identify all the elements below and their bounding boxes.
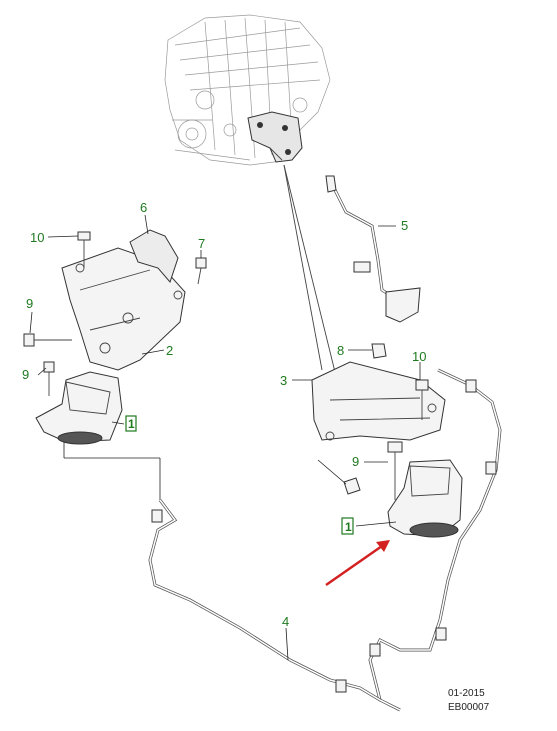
- engine-to-mount-guide-lines: [283, 164, 336, 373]
- callout-labels: 10 6 7 9 9 2 1 5 8 3 10 9 1 4: [22, 200, 426, 629]
- callout-8: 8: [337, 343, 344, 358]
- callout-5: 5: [401, 218, 408, 233]
- callout-9-left-top: 9: [26, 296, 33, 311]
- callout-9-right: 9: [352, 454, 359, 469]
- callout-1-left-box: [125, 415, 137, 432]
- leader-lines: [29, 214, 421, 661]
- engine-block-illustration: [164, 14, 331, 166]
- callout-3: 3: [280, 373, 287, 388]
- callout-4: 4: [282, 614, 289, 629]
- footer-code: EB00007: [448, 702, 490, 713]
- callout-1-right: 1: [345, 520, 352, 534]
- reference-footer: 01-2015 EB00007: [448, 688, 490, 713]
- callout-6: 6: [140, 200, 147, 215]
- callout-2: 2: [166, 343, 173, 358]
- right-mount-assembly: [311, 343, 463, 538]
- callout-10-right: 10: [412, 349, 426, 364]
- vacuum-hose-5: [325, 175, 421, 323]
- red-arrow-indicator: [325, 540, 390, 587]
- callout-7: 7: [198, 236, 205, 251]
- callout-1-right-box: [341, 517, 354, 535]
- footer-date: 01-2015: [448, 688, 485, 699]
- engine-bracket: [247, 111, 303, 163]
- left-mount-assembly: [23, 229, 207, 445]
- hose-4: [148, 368, 502, 712]
- callout-10-left: 10: [30, 230, 44, 245]
- callout-9-left-bottom: 9: [22, 367, 29, 382]
- callout-1-left: 1: [128, 417, 135, 431]
